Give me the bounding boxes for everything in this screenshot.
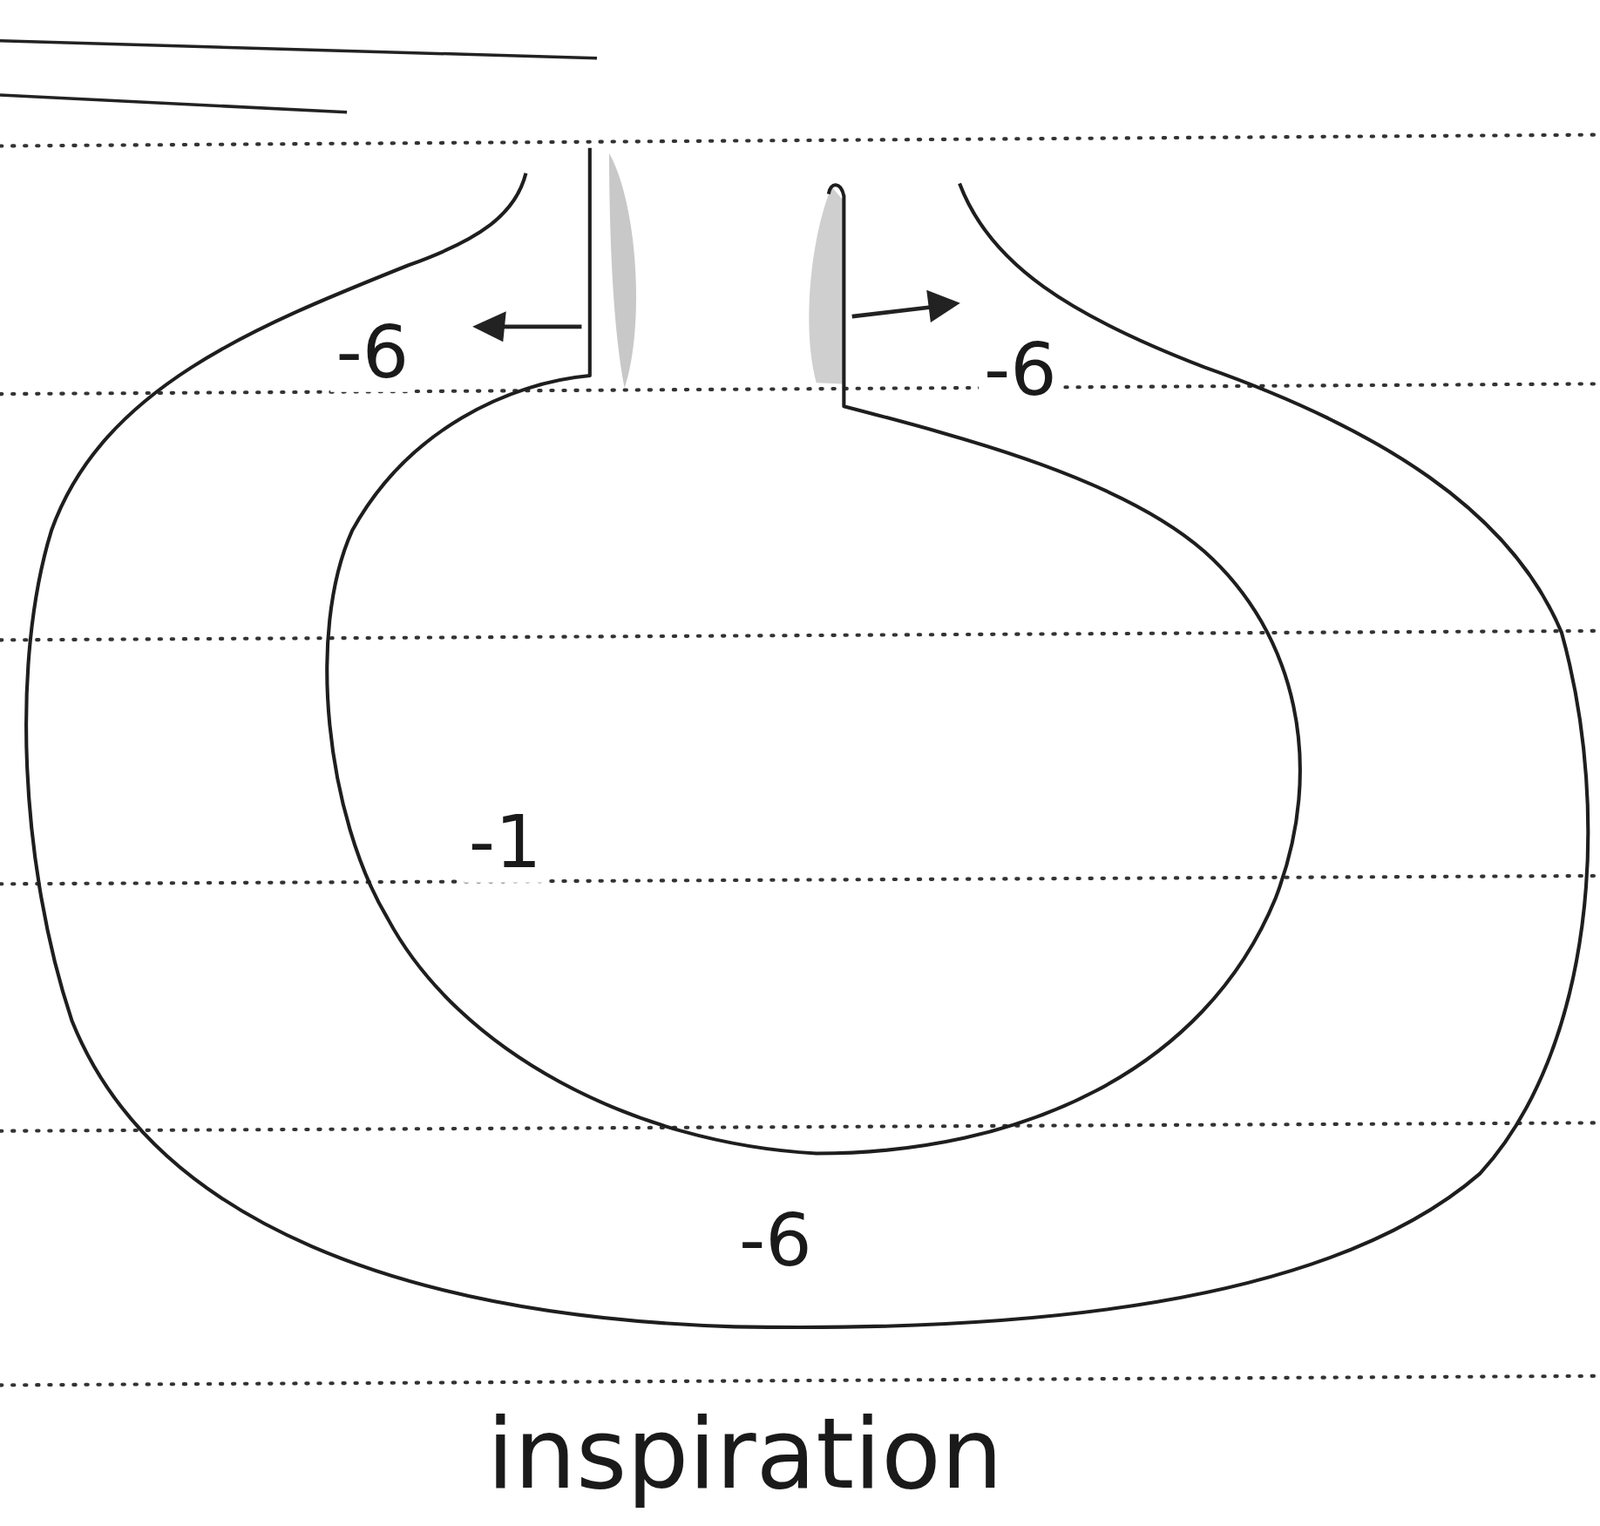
lung-outline	[316, 142, 1317, 1164]
pleural-cavity: -6 -6 -6 -1	[15, 132, 1600, 1343]
grey-shading	[609, 153, 637, 388]
pleural-cavity-outline	[15, 132, 1600, 1343]
pressure-value: -6	[733, 1200, 818, 1281]
ruled-lines	[0, 40, 1600, 1386]
pressure-value: -6	[330, 311, 414, 393]
grey-shading	[808, 186, 843, 384]
lung: -1	[316, 142, 1317, 1164]
lung-border	[326, 148, 1301, 1154]
pressure-value: -6	[978, 329, 1063, 410]
pressure-value: -1	[463, 801, 548, 882]
force-arrow	[472, 311, 582, 342]
caption: inspiration	[480, 1400, 1011, 1508]
force-arrow	[852, 290, 961, 323]
